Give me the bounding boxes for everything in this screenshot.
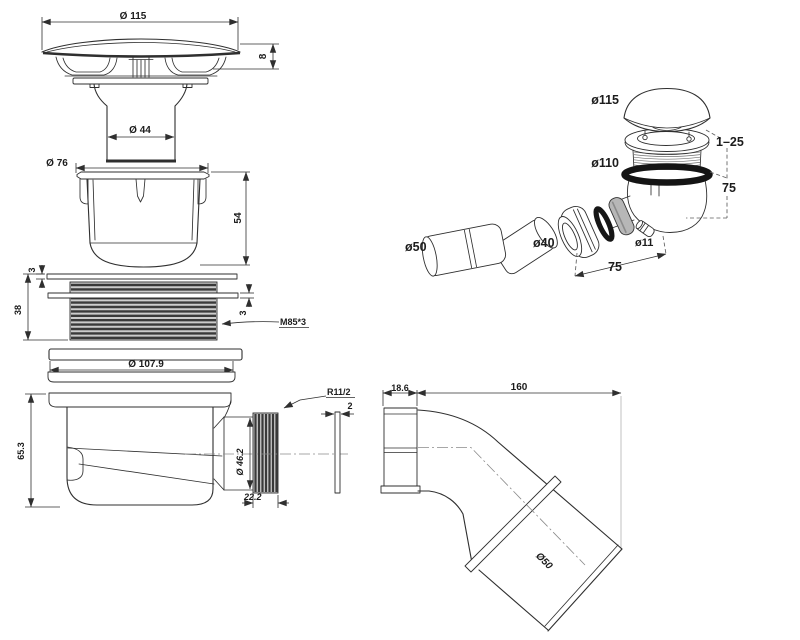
- dim-stem-diameter: Ø 44: [107, 125, 175, 141]
- assembly-dim-span: 75: [574, 235, 667, 278]
- elbow-nut: [380, 407, 421, 494]
- outlet-thread-label: R11/2: [327, 387, 351, 397]
- dim-cap-height: 8: [213, 43, 279, 70]
- cap-stem: [93, 83, 188, 163]
- assembly-barb: [635, 220, 655, 238]
- dim-basket-height: 54: [200, 171, 250, 266]
- thread-length-label: 22.2: [243, 492, 262, 502]
- assembly-barb-label: ø11: [635, 237, 653, 249]
- cap-diameter-label: Ø 115: [120, 11, 147, 22]
- body-top-flange: [47, 371, 236, 383]
- gasket-plate: [48, 348, 243, 361]
- view-outlet-elbow: 18.6 160 Ø50: [380, 382, 623, 632]
- view-assembly-3d: 1–25 75 75 ø115 ø110 ø50 ø40 ø11: [405, 87, 744, 278]
- cap-flange: [72, 77, 209, 88]
- basket-outline: [76, 171, 210, 268]
- mid-washer-label: 3: [238, 310, 248, 315]
- dim-cap-diameter: Ø 115: [41, 11, 239, 50]
- body-outlet: [223, 412, 279, 494]
- dim-nut-width: 18.6: [382, 383, 418, 406]
- dim-elbow-length: 160: [416, 382, 622, 551]
- basket-height-label: 54: [233, 212, 244, 224]
- body-height-label: 65.3: [16, 442, 26, 460]
- assembly-span-label: 75: [608, 260, 622, 274]
- thread-spec-label: M85*3: [280, 317, 306, 327]
- body-outline: [66, 406, 225, 506]
- elbow-pipe: Ø50: [417, 409, 623, 632]
- assembly-flange: [624, 128, 710, 155]
- assembly-oring: [593, 206, 615, 242]
- elbow-centerline: [418, 447, 586, 566]
- assembly-gray-ring: [608, 197, 635, 236]
- stem-diameter-label: Ø 44: [129, 125, 151, 136]
- top-washer-label: 3: [27, 267, 37, 272]
- assembly-nut: [557, 206, 600, 258]
- assembly-cone-label: ø40: [533, 236, 555, 250]
- outlet-diameter-label: Ø 46.2: [235, 448, 245, 475]
- body-shoulder: [48, 392, 232, 408]
- locknut-top-washer: [46, 273, 238, 280]
- gasket-diameter-label: Ø 107.9: [128, 359, 164, 370]
- view-basket: Ø 76 54: [46, 158, 250, 268]
- elbow-collar: [464, 475, 562, 573]
- cap-outline: [41, 38, 241, 58]
- cap-understructure: [55, 56, 227, 78]
- cap-height-label: 8: [258, 53, 269, 59]
- view-cap-front: Ø 115: [41, 11, 279, 163]
- pipe-diameter-label: Ø50: [533, 551, 554, 572]
- elbow-length-label: 160: [511, 382, 528, 393]
- dim-body-height: 65.3: [16, 393, 60, 508]
- dim-top-washer: 3: [27, 265, 46, 288]
- dim-mid-washer: 3: [238, 284, 254, 316]
- dim-basket-diameter: Ø 76: [46, 158, 209, 173]
- basket-diameter-label: Ø 76: [46, 158, 68, 169]
- view-gasket-plate: Ø 107.9: [48, 348, 243, 374]
- assembly-tailpipe-label: ø50: [405, 240, 427, 254]
- assembly-cap: [623, 87, 711, 133]
- assembly-cap-diameter-label: ø115: [591, 93, 619, 107]
- dim-thread-length: 22.2: [242, 492, 289, 508]
- assembly-height-label: 75: [722, 181, 736, 195]
- view-locknut: 3 38 3 M85*3: [13, 265, 309, 341]
- outlet-thread-spec: R11/2: [283, 387, 355, 409]
- locknut-mid-washer: [47, 292, 239, 299]
- washer-thickness-label: 2: [347, 401, 352, 411]
- adjustment-range-label: 1–25: [716, 135, 744, 149]
- washer: 2: [321, 401, 354, 494]
- locknut-threads: [69, 281, 218, 341]
- nut-width-label: 18.6: [391, 383, 409, 393]
- thread-spec: M85*3: [221, 317, 309, 328]
- stack-height-label: 38: [13, 305, 23, 315]
- dim-outlet-diameter: Ø 46.2: [235, 417, 254, 490]
- assembly-tailpipe: [421, 223, 507, 277]
- view-trap-body-side: 65.3 Ø 46.2 22.2 R11/2 2: [16, 371, 355, 508]
- assembly-gasket: [621, 163, 713, 186]
- dim-stack-height: 38: [13, 273, 68, 341]
- assembly-dim-range: 1–25 75: [686, 129, 744, 219]
- assembly-flange-diameter-label: ø110: [591, 156, 619, 170]
